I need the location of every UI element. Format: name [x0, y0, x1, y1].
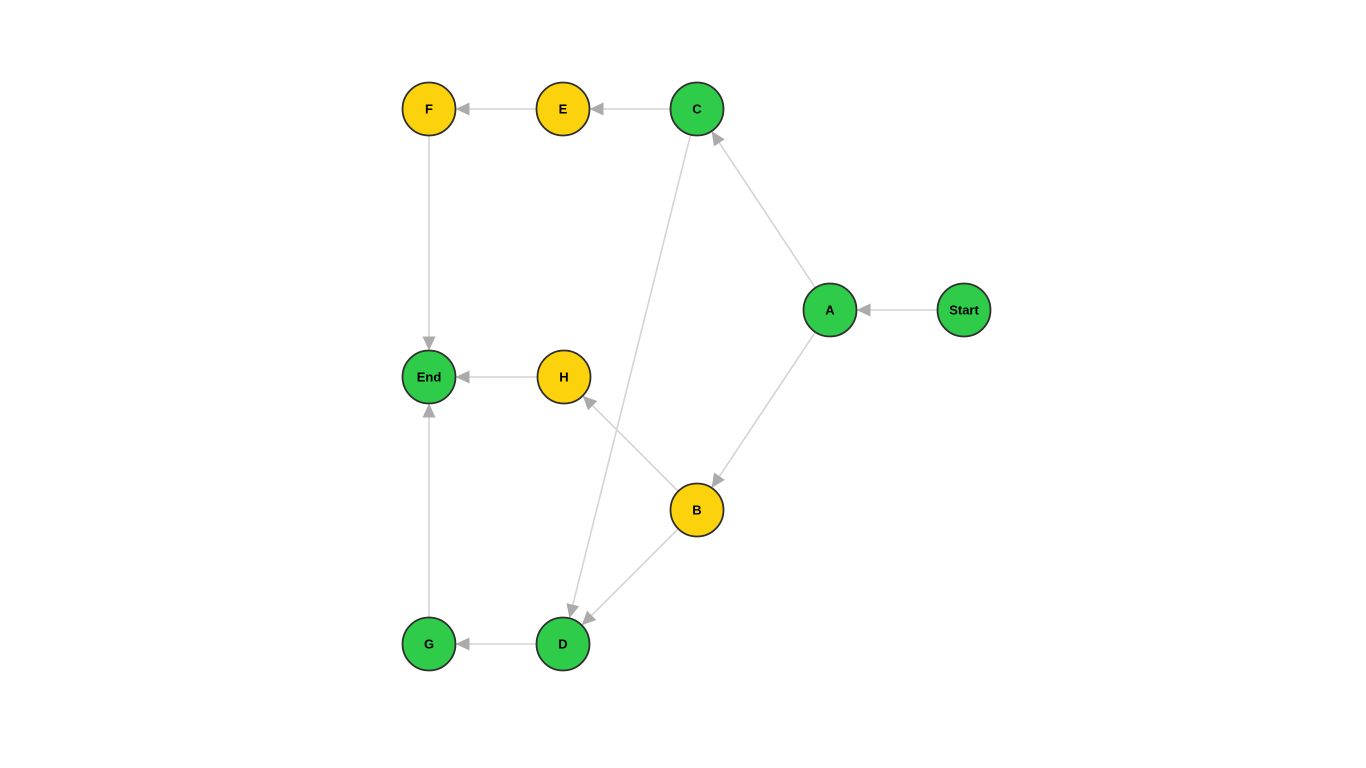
arrowhead-C-D	[566, 603, 580, 619]
node-Start[interactable]: Start	[936, 282, 992, 338]
node-circle-H[interactable]	[536, 349, 592, 405]
arrowhead-H-End	[455, 370, 470, 384]
arrowhead-Start-A	[856, 303, 871, 317]
edge-A-B	[718, 331, 816, 477]
node-circle-G[interactable]	[401, 616, 457, 672]
edge-B-H	[592, 405, 679, 492]
node-circle-End[interactable]	[401, 349, 457, 405]
edge-A-C	[718, 142, 817, 289]
arrowhead-B-D	[581, 610, 597, 626]
arrowhead-B-H	[582, 395, 598, 411]
arrowhead-E-F	[455, 102, 470, 116]
arrowhead-G-End	[422, 403, 436, 418]
node-circle-C[interactable]	[669, 81, 725, 137]
arrowhead-F-End	[422, 336, 436, 351]
node-H[interactable]: H	[536, 349, 592, 405]
node-A[interactable]: A	[802, 282, 858, 338]
arrowhead-C-E	[589, 102, 604, 116]
node-circle-D[interactable]	[535, 616, 591, 672]
node-C[interactable]: C	[669, 81, 725, 137]
edge-B-D	[591, 528, 679, 616]
node-E[interactable]: E	[535, 81, 591, 137]
arrowhead-D-G	[455, 637, 470, 651]
arrowhead-A-C	[711, 131, 725, 147]
node-D[interactable]: D	[535, 616, 591, 672]
node-circle-F[interactable]	[401, 81, 457, 137]
node-circle-A[interactable]	[802, 282, 858, 338]
node-B[interactable]: B	[669, 482, 725, 538]
node-End[interactable]: End	[401, 349, 457, 405]
arrowhead-A-B	[711, 472, 725, 488]
node-circle-B[interactable]	[669, 482, 725, 538]
node-circle-Start[interactable]	[936, 282, 992, 338]
edges-layer	[422, 102, 938, 651]
node-circle-E[interactable]	[535, 81, 591, 137]
edge-C-D	[572, 134, 692, 605]
node-F[interactable]: F	[401, 81, 457, 137]
node-G[interactable]: G	[401, 616, 457, 672]
